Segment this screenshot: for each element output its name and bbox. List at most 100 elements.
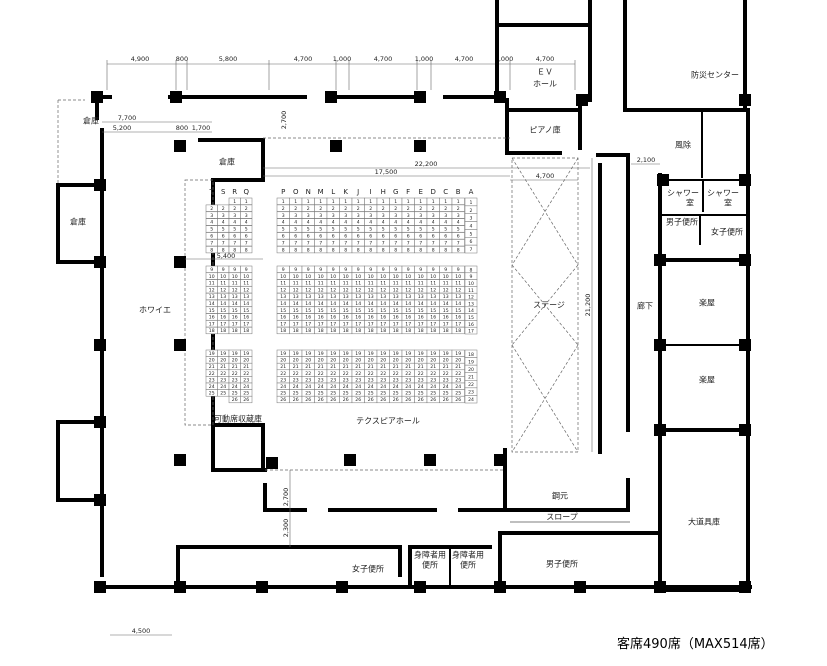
seat-number: 23: [380, 377, 386, 383]
seat-number: 9: [245, 267, 248, 273]
seat-column-label: S: [221, 188, 226, 196]
seat-number: 13: [318, 294, 324, 300]
seat-number: 14: [209, 301, 215, 307]
seat-number: 22: [455, 371, 461, 377]
seat-number: 4: [332, 220, 335, 226]
seat-number: 6: [394, 234, 397, 240]
seat-number: 23: [455, 377, 461, 383]
seat-number: 7: [457, 240, 460, 246]
seat-number: 1: [319, 199, 322, 205]
seat-number: 2: [319, 206, 322, 212]
seat-number: 12: [355, 287, 361, 293]
seat-number: 1: [282, 199, 285, 205]
seat-number: 16: [232, 315, 238, 321]
seat-number: 14: [430, 301, 436, 307]
seat-number: 19: [243, 351, 249, 357]
structural-column: [330, 140, 342, 152]
seat-number: 21: [220, 364, 226, 370]
seat-number: 18: [430, 328, 436, 334]
seat-number: 23: [318, 377, 324, 383]
seat-number: 22: [468, 382, 474, 388]
seat-column-label: Q: [243, 188, 249, 196]
structural-column: [654, 254, 666, 266]
seat-number: 14: [355, 301, 361, 307]
structural-column: [739, 424, 751, 436]
seat-number: 15: [443, 308, 449, 314]
seat-number: 26: [280, 397, 286, 403]
seat-number: 2: [294, 206, 297, 212]
seat-number: 11: [355, 281, 361, 287]
seat-number: 25: [330, 391, 336, 397]
seat-number: 2: [332, 206, 335, 212]
seat-number: 1: [382, 199, 385, 205]
seat-number: 17: [209, 321, 215, 327]
seat-number: 3: [382, 213, 385, 219]
seat-number: 16: [318, 315, 324, 321]
seat-number: 5: [419, 227, 422, 233]
seat-number: 6: [294, 234, 297, 240]
seat-number: 23: [430, 377, 436, 383]
seat: [464, 244, 478, 254]
seat-number: 15: [330, 308, 336, 314]
seat-number: 6: [470, 239, 473, 245]
seat-number: 15: [393, 308, 399, 314]
seat-number: 22: [343, 371, 349, 377]
seat-number: 24: [405, 384, 411, 390]
seat-number: 18: [443, 328, 449, 334]
seat-number: 1: [470, 200, 473, 206]
dim-hall-total: 22,200: [415, 160, 438, 168]
structural-column: [654, 581, 666, 593]
structural-column: [94, 179, 106, 191]
seat-number: 17: [243, 321, 249, 327]
seat-number: 21: [455, 364, 461, 370]
seat-number: 13: [232, 294, 238, 300]
seat: [451, 197, 465, 205]
seat-number: 12: [380, 287, 386, 293]
seat-number: 10: [330, 274, 336, 280]
room-corridor: 廊下: [637, 301, 653, 311]
seat-number: 16: [443, 315, 449, 321]
seat-number: 15: [405, 308, 411, 314]
seat-number: 10: [243, 274, 249, 280]
structural-column: [576, 94, 588, 106]
seat: [451, 211, 465, 219]
seat-number: 17: [343, 321, 349, 327]
seat-number: 24: [468, 397, 474, 403]
seat-number: 4: [282, 220, 285, 226]
seat-number: 9: [470, 274, 473, 280]
seat-number: 5: [233, 227, 236, 233]
dim-lobby-top: 2,700: [280, 111, 288, 130]
seat-number: 26: [380, 397, 386, 403]
seat-number: 6: [344, 234, 347, 240]
seat: [451, 395, 465, 404]
seat-number: 23: [232, 377, 238, 383]
seat-number: 17: [220, 321, 226, 327]
seat-number: 19: [455, 351, 461, 357]
seat-number: 19: [430, 351, 436, 357]
seat-number: 15: [455, 308, 461, 314]
seat-number: 19: [380, 351, 386, 357]
seat-number: 13: [393, 294, 399, 300]
seat-number: 8: [432, 247, 435, 253]
seat-number: 10: [355, 274, 361, 280]
room-accessible-wc-2: 身障者用: [452, 550, 484, 560]
seat-number: 26: [443, 397, 449, 403]
seat-number: 21: [330, 364, 336, 370]
seat: [451, 204, 465, 212]
seat-number: 21: [430, 364, 436, 370]
room-accessible-wc-1b: 便所: [422, 560, 438, 570]
room-windbreak: 風除: [675, 140, 691, 150]
seat-number: 2: [210, 206, 213, 212]
room-accessible-wc-2b: 便所: [460, 560, 476, 570]
dim-entrance: 4,500: [132, 627, 151, 635]
seat-number: 16: [455, 315, 461, 321]
seat-number: 17: [232, 321, 238, 327]
dim-foyer-total: 7,700: [118, 114, 137, 122]
dim-foyer-1: 5,200: [113, 124, 132, 132]
seat-number: 6: [432, 234, 435, 240]
seat-number: 6: [382, 234, 385, 240]
seat-number: 16: [293, 315, 299, 321]
seat-number: 9: [319, 267, 322, 273]
seat-number: 21: [468, 375, 474, 381]
